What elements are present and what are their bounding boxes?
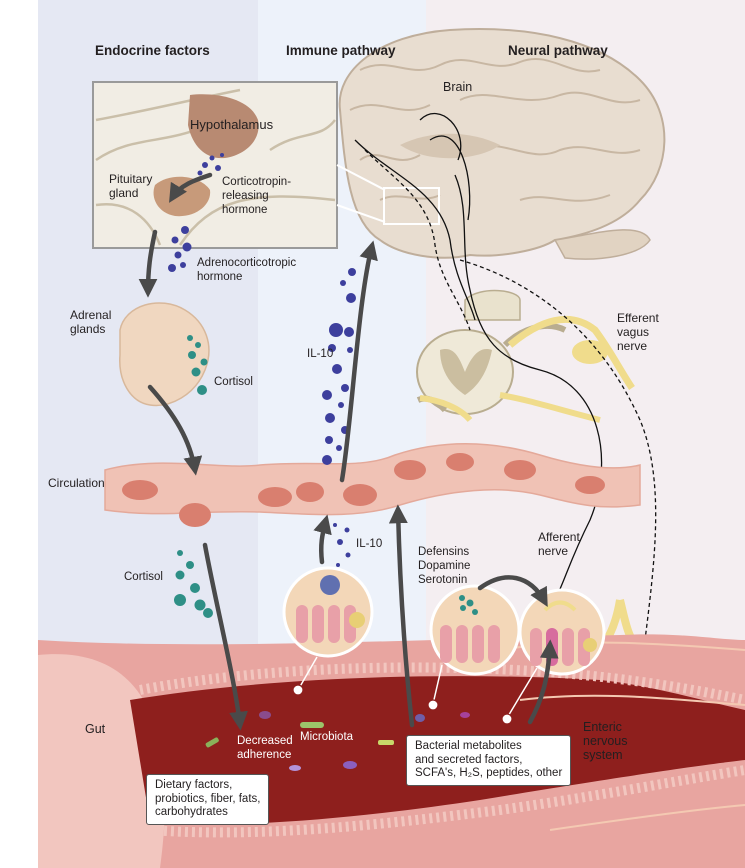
blood-vessel: [104, 443, 641, 527]
header-neural: Neural pathway: [508, 43, 608, 58]
callout-markers: [292, 656, 538, 725]
label-il10-bottom: IL-10: [356, 538, 383, 550]
pathway-arrows: [138, 172, 559, 731]
label-hypothalamus: Hypothalamus: [190, 117, 274, 132]
label-cortisol-bottom: Cortisol: [124, 571, 163, 583]
inset-connector-top: [336, 164, 386, 191]
inset-connector-bottom: [336, 204, 386, 223]
label-il10-top: IL-10: [307, 348, 334, 360]
bacterial-metabolites-box: Bacterial metabolites and secreted facto…: [406, 735, 572, 786]
adrenal-gland: [119, 302, 210, 407]
neural-pathway-lines: [354, 113, 657, 641]
label-cortisol-top: Cortisol: [214, 376, 253, 388]
teal-dots: [174, 335, 478, 618]
header-immune: Immune pathway: [286, 43, 396, 58]
label-microbiota: Microbiota: [300, 731, 354, 743]
header-endocrine: Endocrine factors: [95, 43, 210, 58]
label-gut: Gut: [85, 722, 106, 736]
label-crh: Corticotropin- releasing hormone: [222, 176, 292, 216]
gut-illustration: [38, 634, 745, 868]
label-acth: Adrenocorticotropic hormone: [197, 257, 297, 283]
label-brain: Brain: [443, 80, 473, 94]
hypothalamus-inset: [92, 81, 338, 249]
blue-dots: [168, 153, 356, 567]
spinal-cord: [416, 289, 635, 423]
label-pituitary-gland: Pituitary gland: [109, 172, 153, 200]
label-defensins-dopamine-serotonin: Defensins Dopamine Serotonin: [418, 546, 471, 586]
brain-focus-box: [383, 187, 440, 225]
brain-illustration: [338, 28, 666, 260]
label-decreased-adherence: Decreased adherence: [237, 735, 293, 761]
label-afferent-nerve: Afferent nerve: [538, 530, 580, 558]
label-circulation: Circulation: [48, 476, 105, 490]
cell-circle-details: [296, 575, 597, 666]
dietary-factors-box: Dietary factors, probiotics, fiber, fats…: [146, 774, 270, 825]
label-efferent-vagus-nerve: Efferent vagus nerve: [617, 311, 659, 353]
label-adrenal-glands: Adrenal glands: [70, 308, 112, 336]
label-enteric-nervous-system: Enteric nervous system: [583, 720, 628, 762]
